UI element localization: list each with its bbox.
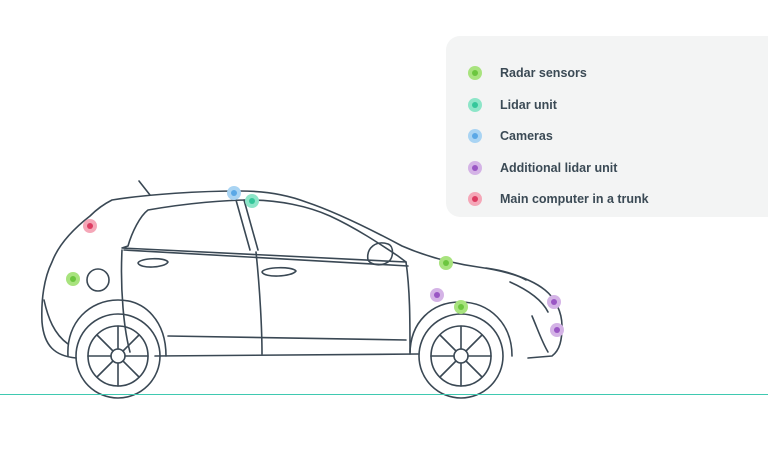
- legend-item-radar: Radar sensors: [468, 63, 587, 83]
- rear-wheel: [75, 313, 161, 399]
- camera-dot-icon: [468, 129, 482, 143]
- marker-lidar-roof: [245, 194, 259, 208]
- rear-door-handle: [137, 257, 169, 268]
- marker-extra-lidar-front-wheel: [430, 288, 444, 302]
- lidar-dot-icon: [468, 98, 482, 112]
- rear-door-line: [120, 249, 131, 353]
- marker-cameras-roof: [227, 186, 241, 200]
- antenna: [138, 180, 151, 196]
- legend-label-cameras: Cameras: [500, 129, 553, 143]
- computer-dot-icon: [468, 192, 482, 206]
- marker-extra-lidar-front-lower: [550, 323, 564, 337]
- marker-radar-front-wheel: [454, 300, 468, 314]
- legend-label-extra-lidar: Additional lidar unit: [500, 161, 618, 175]
- fuel-cap: [86, 268, 110, 292]
- ground-line: [0, 394, 768, 395]
- marker-extra-lidar-front-upper: [547, 295, 561, 309]
- front-fender-line: [405, 261, 411, 353]
- marker-radar-hood: [439, 256, 453, 270]
- rear-wheel-arch: [67, 299, 167, 357]
- legend-item-lidar: Lidar unit: [468, 95, 557, 115]
- front-door-handle: [261, 266, 297, 277]
- front-wheel: [418, 313, 504, 399]
- marker-computer-trunk: [83, 219, 97, 233]
- marker-radar-rear: [66, 272, 80, 286]
- legend-label-computer: Main computer in a trunk: [500, 192, 649, 206]
- legend-item-extra-lidar: Additional lidar unit: [468, 158, 617, 178]
- legend-panel: Radar sensors Lidar unit Cameras Additio…: [446, 36, 768, 217]
- rocker-line: [154, 353, 419, 357]
- legend-item-cameras: Cameras: [468, 126, 553, 146]
- car-body-outline: [41, 190, 563, 359]
- legend-label-radar: Radar sensors: [500, 66, 587, 80]
- side-mirror: [366, 242, 394, 266]
- radar-dot-icon: [468, 66, 482, 80]
- extra-lidar-dot-icon: [468, 161, 482, 175]
- front-door-line: [255, 251, 263, 355]
- legend-item-computer: Main computer in a trunk: [468, 189, 649, 209]
- legend-label-lidar: Lidar unit: [500, 98, 557, 112]
